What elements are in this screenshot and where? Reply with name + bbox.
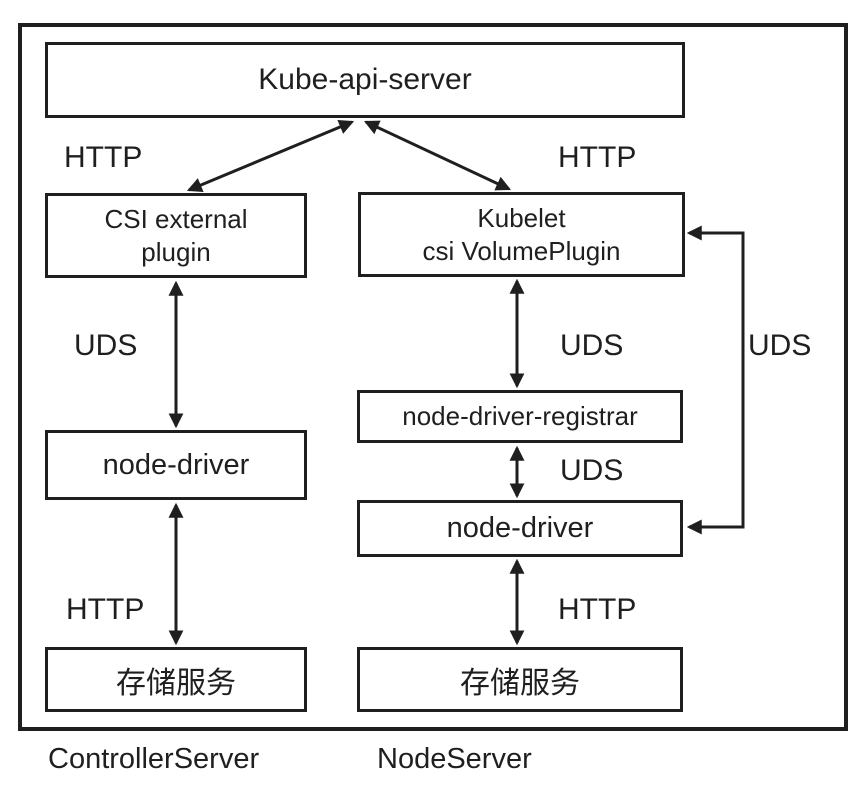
edge-label-uds-bypass: UDS bbox=[748, 329, 812, 362]
node-label: node-driver bbox=[446, 512, 594, 544]
node-label: 存储服务 bbox=[116, 666, 236, 700]
node-label: Kubelet bbox=[477, 202, 566, 233]
arrow-kube-api-to-kubelet bbox=[363, 120, 512, 191]
edge-label-http-bottom-right: HTTP bbox=[558, 593, 637, 626]
edge-label-http-bottom-left: HTTP bbox=[66, 593, 145, 626]
node-node-driver-left: node-driver bbox=[45, 430, 307, 500]
section-label-node-server: NodeServer bbox=[377, 743, 532, 775]
node-storage-service-right: 存储服务 bbox=[357, 647, 683, 712]
node-label: Kube-api-server bbox=[258, 63, 472, 96]
node-storage-service-left: 存储服务 bbox=[45, 647, 307, 712]
edge-label-uds-left: UDS bbox=[74, 329, 138, 362]
node-label: plugin bbox=[141, 236, 211, 267]
cluster-frame bbox=[18, 23, 848, 731]
edge-label-uds-registrar-driver: UDS bbox=[560, 454, 624, 487]
section-label-controller-server: ControllerServer bbox=[48, 743, 260, 775]
node-node-driver-right: node-driver bbox=[357, 500, 683, 557]
edge-label-http-top-right: HTTP bbox=[558, 141, 637, 174]
node-label: node-driver bbox=[102, 448, 250, 481]
node-label: CSI external bbox=[104, 203, 248, 234]
node-kubelet-csi-volumeplugin: Kubelet csi VolumePlugin bbox=[358, 192, 685, 277]
node-csi-external-plugin: CSI external plugin bbox=[45, 193, 307, 278]
node-node-driver-registrar: node-driver-registrar bbox=[357, 390, 683, 443]
edge-label-http-top-left: HTTP bbox=[64, 141, 143, 174]
arrow-kube-api-to-csi-plugin bbox=[186, 119, 355, 193]
node-label: node-driver-registrar bbox=[402, 401, 638, 431]
arrow-uds-bypass-kubelet-node-driver bbox=[686, 225, 745, 535]
node-kube-api-server: Kube-api-server bbox=[45, 42, 685, 118]
node-label: 存储服务 bbox=[460, 666, 580, 700]
edge-label-uds-kubelet-registrar: UDS bbox=[560, 329, 624, 362]
node-label: csi VolumePlugin bbox=[422, 235, 621, 266]
